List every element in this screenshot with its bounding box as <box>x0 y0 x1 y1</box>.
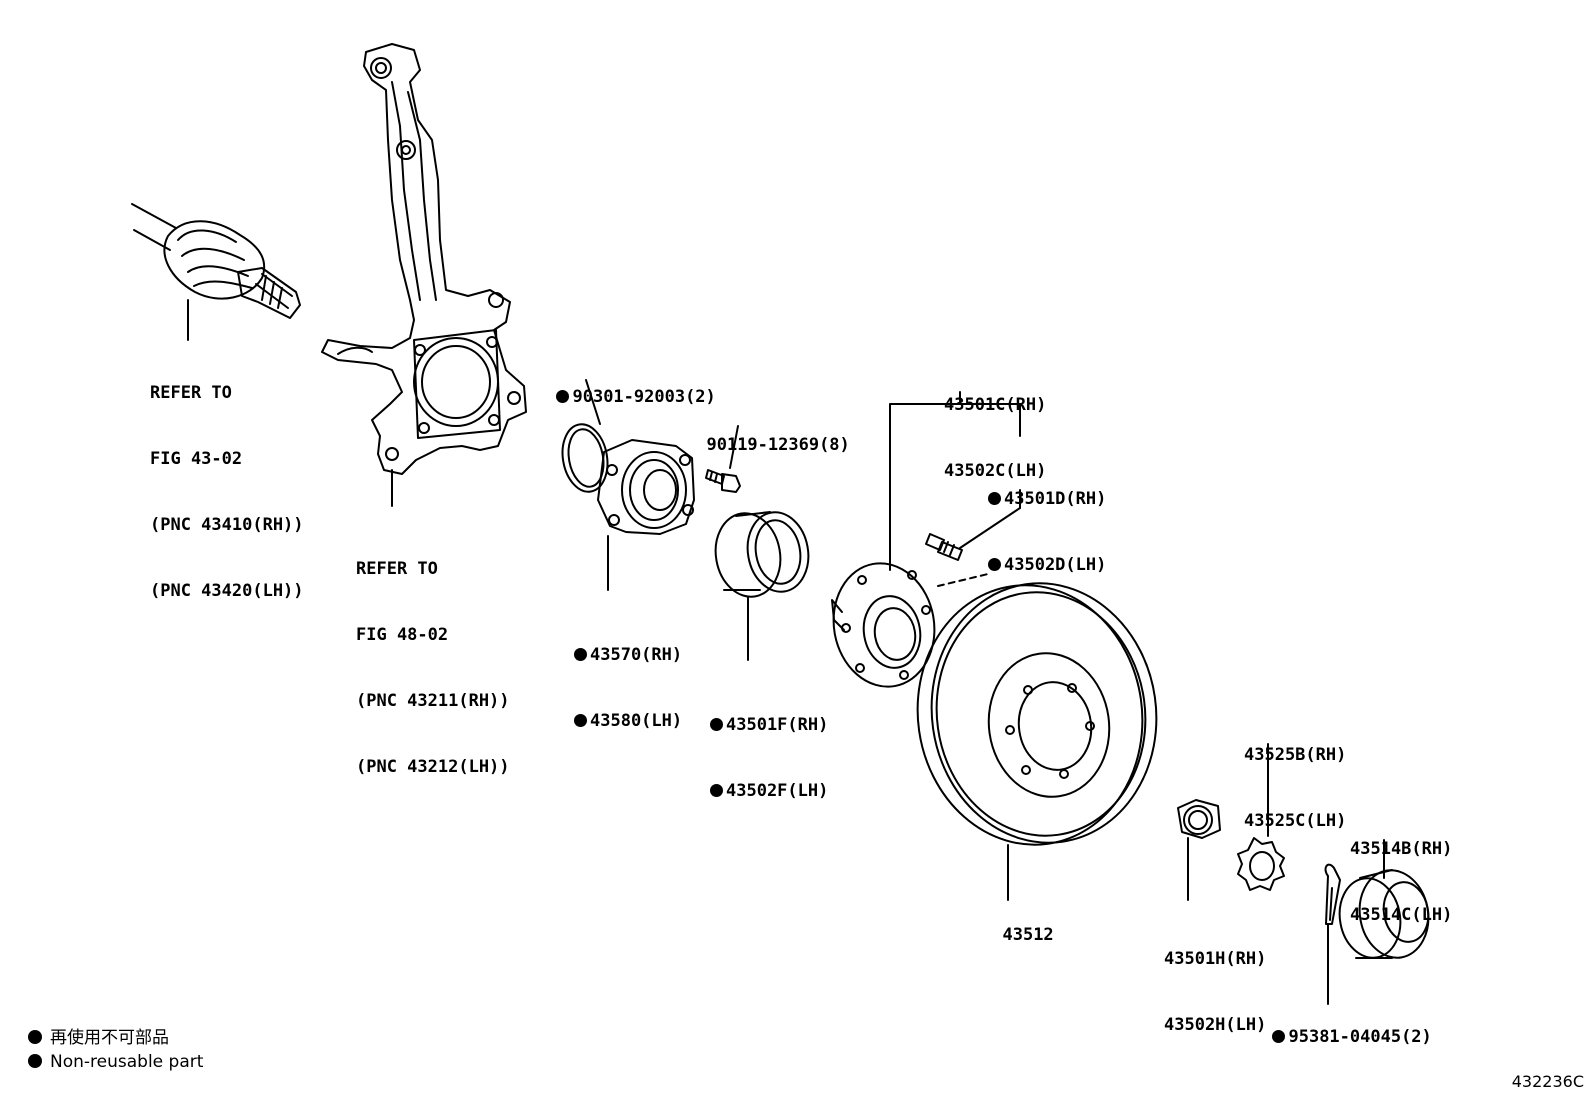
hub-bolt-drawing <box>705 425 741 493</box>
non-reusable-marker <box>28 1030 42 1044</box>
cotter-pin-drawing <box>1324 863 1341 1005</box>
part-label-43525: 43525B(RH) 43525C(LH) <box>1244 745 1347 831</box>
drive-shaft-reference: REFER TO FIG 43-02 (PNC 43410(RH)) (PNC … <box>150 338 304 624</box>
lock-cap-drawing <box>1237 743 1285 891</box>
knuckle-reference: REFER TO FIG 48-02 (PNC 43211(RH)) (PNC … <box>356 514 510 800</box>
disc-rotor-drawing <box>916 582 1158 901</box>
non-reusable-marker <box>574 714 587 727</box>
ref-line-1: REFER TO <box>150 383 232 403</box>
part-label-43501c: 43501C(RH) 43502C(LH) <box>944 395 1047 481</box>
non-reusable-marker <box>710 784 723 797</box>
part-label-43512: 43512 <box>1002 925 1054 945</box>
non-reusable-marker <box>1272 1030 1286 1043</box>
ref-line-3: (PNC 43211(RH)) <box>356 691 510 711</box>
ref-line-3: (PNC 43410(RH)) <box>150 515 304 535</box>
part-label-90119: 90119-12369(8) <box>706 435 850 455</box>
steering-knuckle-drawing <box>321 43 527 507</box>
non-reusable-marker <box>710 718 723 731</box>
ref-line-1: REFER TO <box>356 559 438 579</box>
non-reusable-marker <box>988 558 1001 571</box>
part-label-95381: 95381-04045(2) <box>1252 1004 1432 1048</box>
part-label-43501d: 43501D(RH) 43502D(LH) <box>988 444 1106 598</box>
legend-row-en: Non-reusable part <box>28 1050 203 1074</box>
hub-nut-drawing <box>1177 799 1221 901</box>
ref-line-4: (PNC 43212(LH)) <box>356 757 510 777</box>
figure-id: 432236C <box>1511 1072 1584 1091</box>
hub-bearing-drawing <box>597 439 695 591</box>
grease-cap-drawing <box>1338 839 1430 959</box>
part-label-43570: 43570(RH) 43580(LH) <box>574 600 682 754</box>
hub-stud-drawing <box>925 489 1021 587</box>
part-label-43514: 43514B(RH) 43514C(LH) <box>1350 839 1453 925</box>
ref-line-4: (PNC 43420(LH)) <box>150 581 304 601</box>
non-reusable-marker <box>988 492 1001 505</box>
part-label-43501f: 43501F(RH) 43502F(LH) <box>710 670 828 824</box>
part-label-43501h: 43501H(RH) 43502H(LH) <box>1164 949 1267 1035</box>
ref-line-2: FIG 43-02 <box>150 449 243 469</box>
legend-row-jp: 再使用不可部品 <box>28 1026 203 1050</box>
non-reusable-marker <box>556 390 570 403</box>
ref-line-2: FIG 48-02 <box>356 625 449 645</box>
non-reusable-marker <box>574 648 587 661</box>
dust-deflector-drawing <box>714 511 810 661</box>
legend: 再使用不可部品 Non-reusable part <box>28 1026 203 1074</box>
front-axle-hub-drawing <box>831 391 1021 688</box>
non-reusable-marker <box>28 1054 42 1068</box>
drive-shaft-drawing <box>131 203 301 341</box>
part-label-90301: 90301-92003(2) <box>536 364 716 408</box>
